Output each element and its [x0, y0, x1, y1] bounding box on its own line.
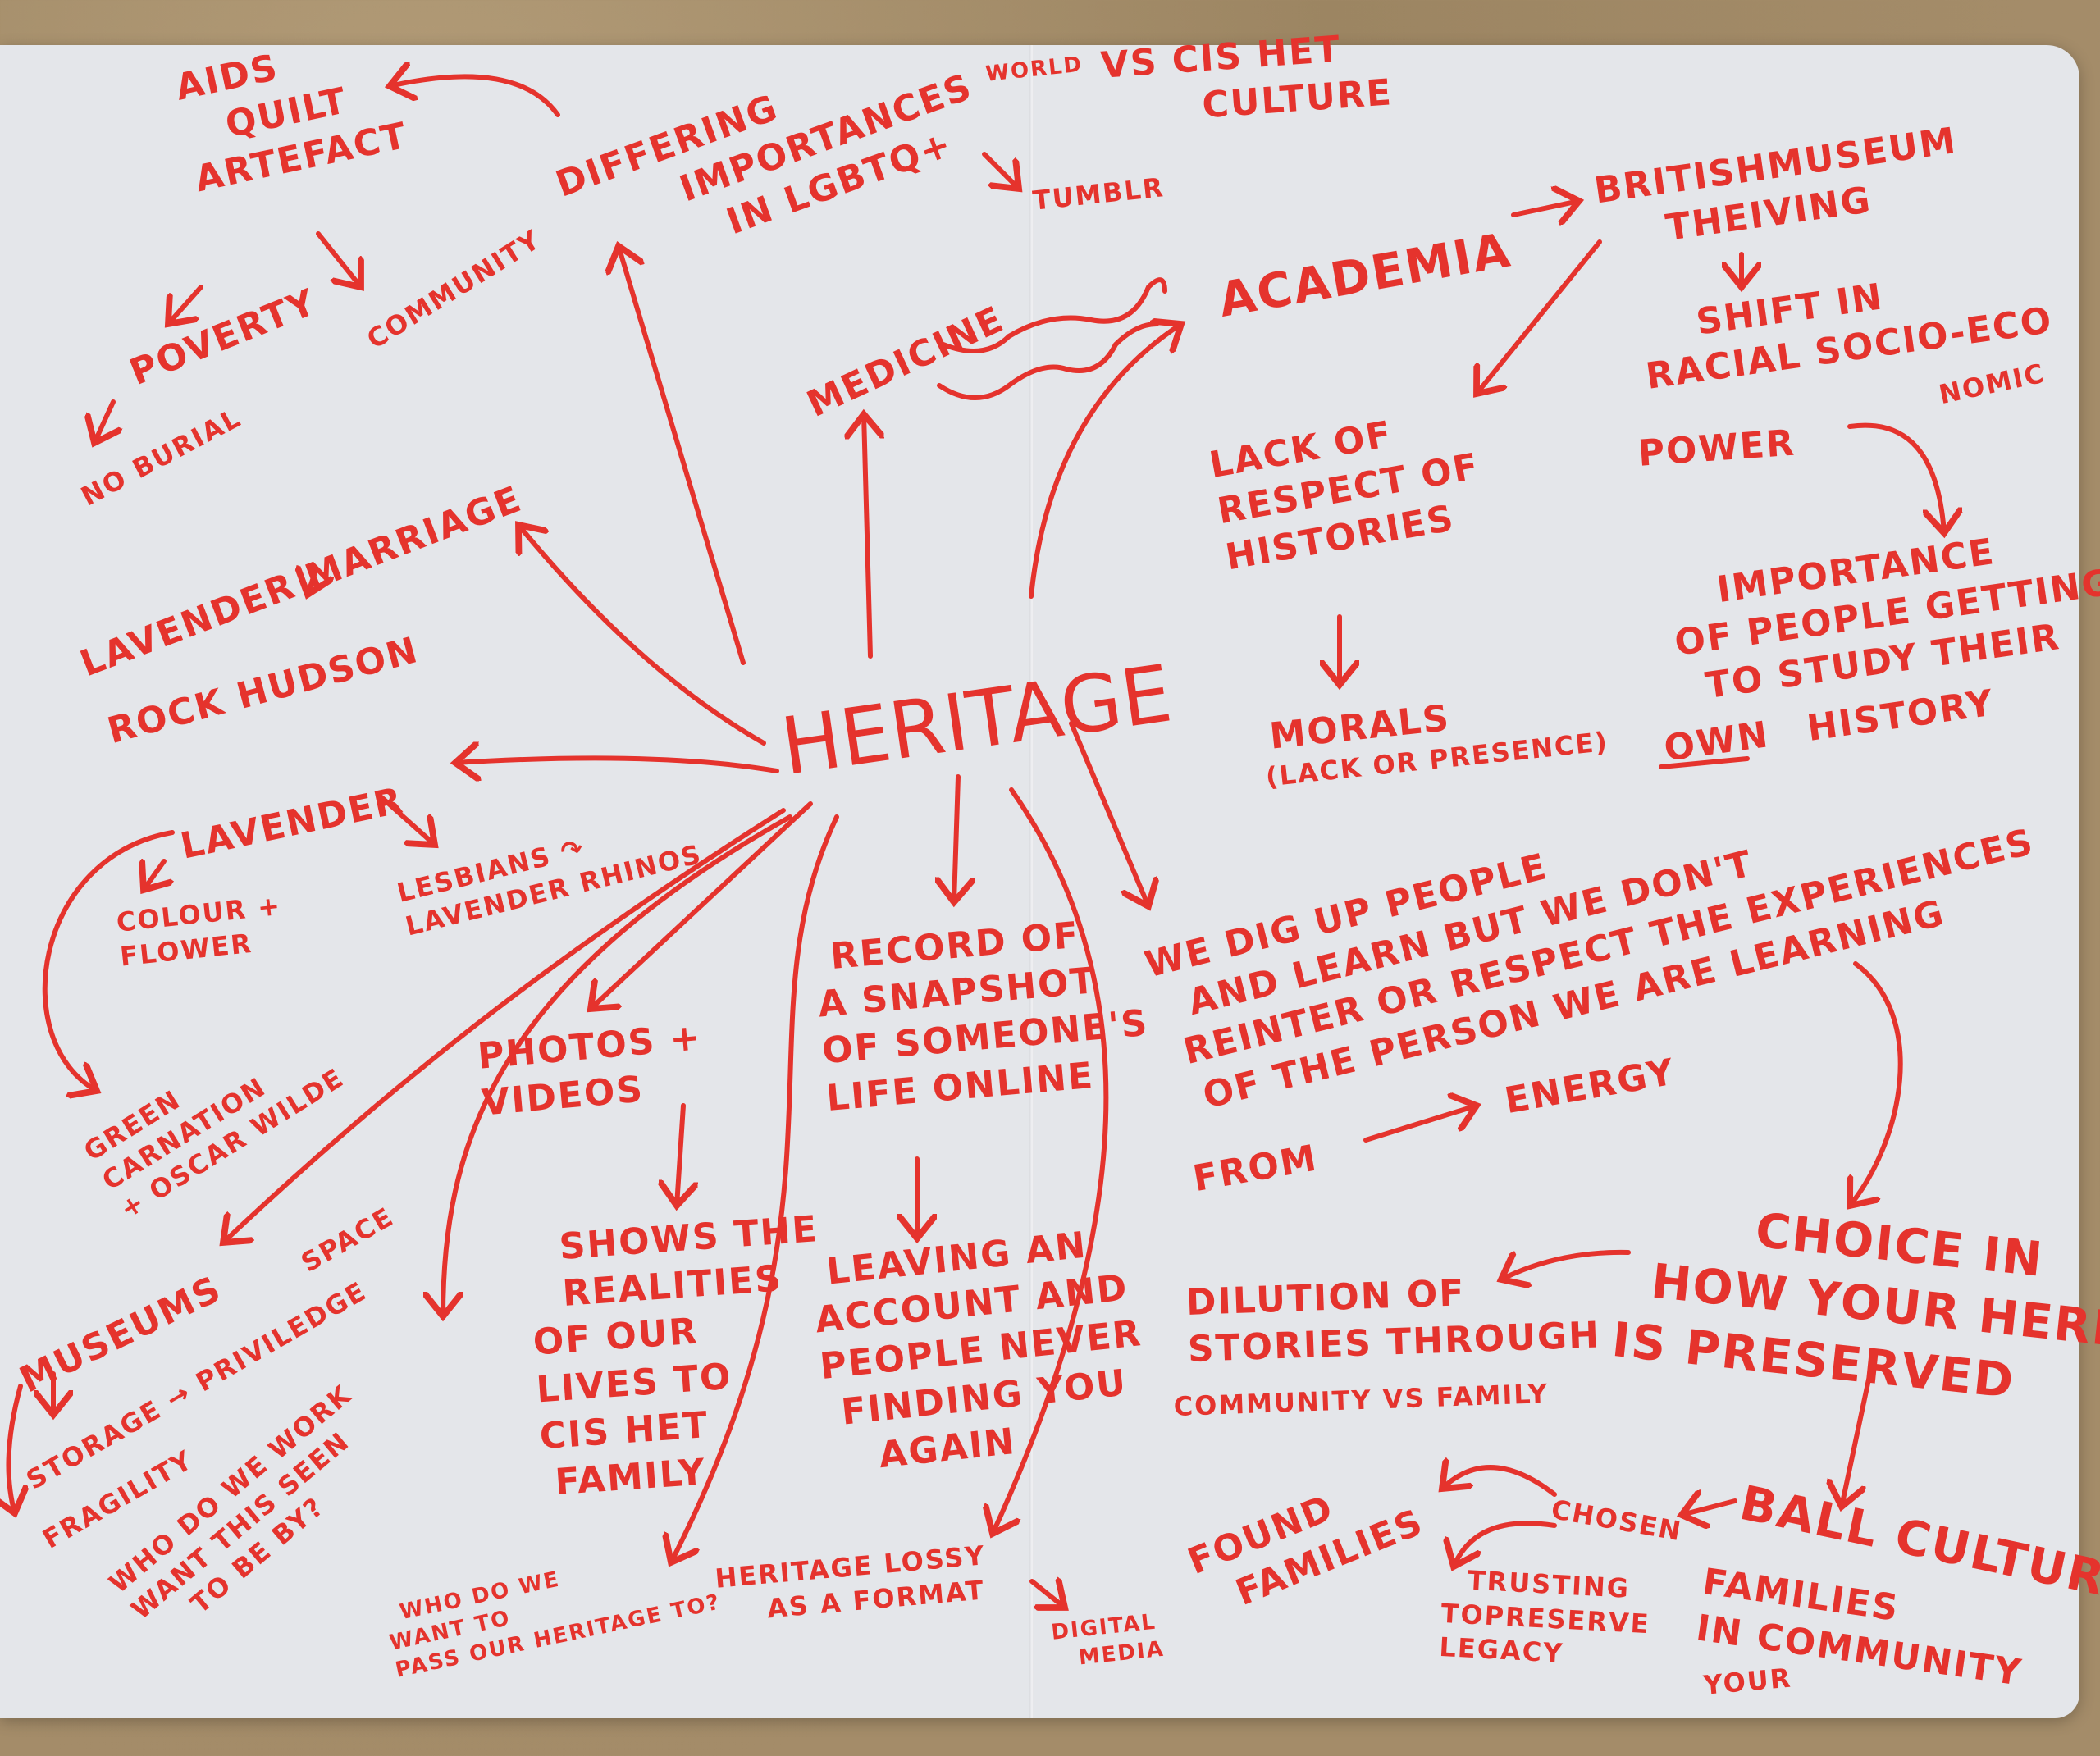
medicine-scribble-top	[941, 277, 1167, 353]
arrow-choice-dilution	[1501, 1249, 1631, 1279]
node-leaving-account: LEAVING AN ACCOUNT AND PEOPLE NEVER FIND…	[808, 1217, 1154, 1485]
arrow-ball-chosen	[1682, 1501, 1737, 1515]
arrow-differing-aids	[390, 76, 560, 117]
arrow-heritage-lossy	[993, 787, 1109, 1534]
arrow-british-lack	[1477, 239, 1602, 394]
arrow-poverty-noburial	[94, 399, 113, 443]
arrow-academia-british	[1511, 201, 1579, 215]
arrow-marriage-rock	[308, 570, 316, 595]
arrow-quilt-poverty	[168, 285, 203, 324]
arrow-chosen-found	[1442, 1467, 1557, 1497]
paper-fold	[1029, 45, 1034, 1718]
arrow-learning-choice	[1850, 961, 1903, 1206]
own-underline	[1659, 756, 1750, 769]
arrow-heritage-lavender-marriage	[518, 525, 766, 746]
arrow-heritage-who-pass	[671, 814, 839, 1562]
node-trusting: TRUSTING TOPRESERVE LEGACY	[1438, 1562, 1652, 1676]
arrow-preserved-ball	[1842, 1377, 1871, 1507]
arrow-artefact-community	[316, 231, 361, 287]
arrow-lavender-colour	[144, 861, 164, 890]
arrow-lossy-digital	[1029, 1581, 1065, 1608]
node-record-snapshot: RECORD OF A SNAPSHOT OF SOMEONE'S LIFE O…	[812, 906, 1155, 1122]
arrow-heritage-differing	[619, 246, 746, 665]
arrow-heritage-we-dig	[1069, 721, 1148, 906]
arrow-lavender-lesbians	[379, 795, 435, 845]
arrow-heritage-record	[954, 774, 958, 902]
arrow-heritage-academia	[1029, 324, 1181, 599]
arrow-power-importance	[1847, 422, 1944, 533]
node-photos-videos: PHOTOS + VIDEOS	[476, 1014, 708, 1127]
arrow-heritage-lavender	[455, 758, 779, 771]
arrow-photos-shows	[677, 1103, 683, 1206]
node-shows-realities: SHOWS THE REALITIES OF OUR LIVES TO CIS …	[525, 1206, 836, 1507]
node-vs-cishet-culture: VS CIS HET CULTURE	[1099, 22, 1395, 136]
arrow-museums-fragility	[8, 1384, 21, 1513]
arrow-heritage-medicine	[864, 414, 870, 659]
node-dilution: DILUTION OF STORIES THROUGH	[1185, 1265, 1601, 1373]
arrow-heritage-photos	[591, 801, 813, 1009]
arrow-lavender-green	[42, 830, 175, 1091]
arrow-heritage-museums	[223, 808, 786, 1243]
arrow-chosen-trusting	[1454, 1521, 1557, 1567]
arrow-from-energy	[1363, 1106, 1477, 1143]
medicine-scribble-bottom	[937, 322, 1159, 400]
node-digital-media: DIGITAL MEDIA	[1050, 1608, 1166, 1675]
arrow-lgbtq-tumblr	[982, 152, 1019, 189]
arrow-heritage-who-seen	[443, 814, 792, 1316]
